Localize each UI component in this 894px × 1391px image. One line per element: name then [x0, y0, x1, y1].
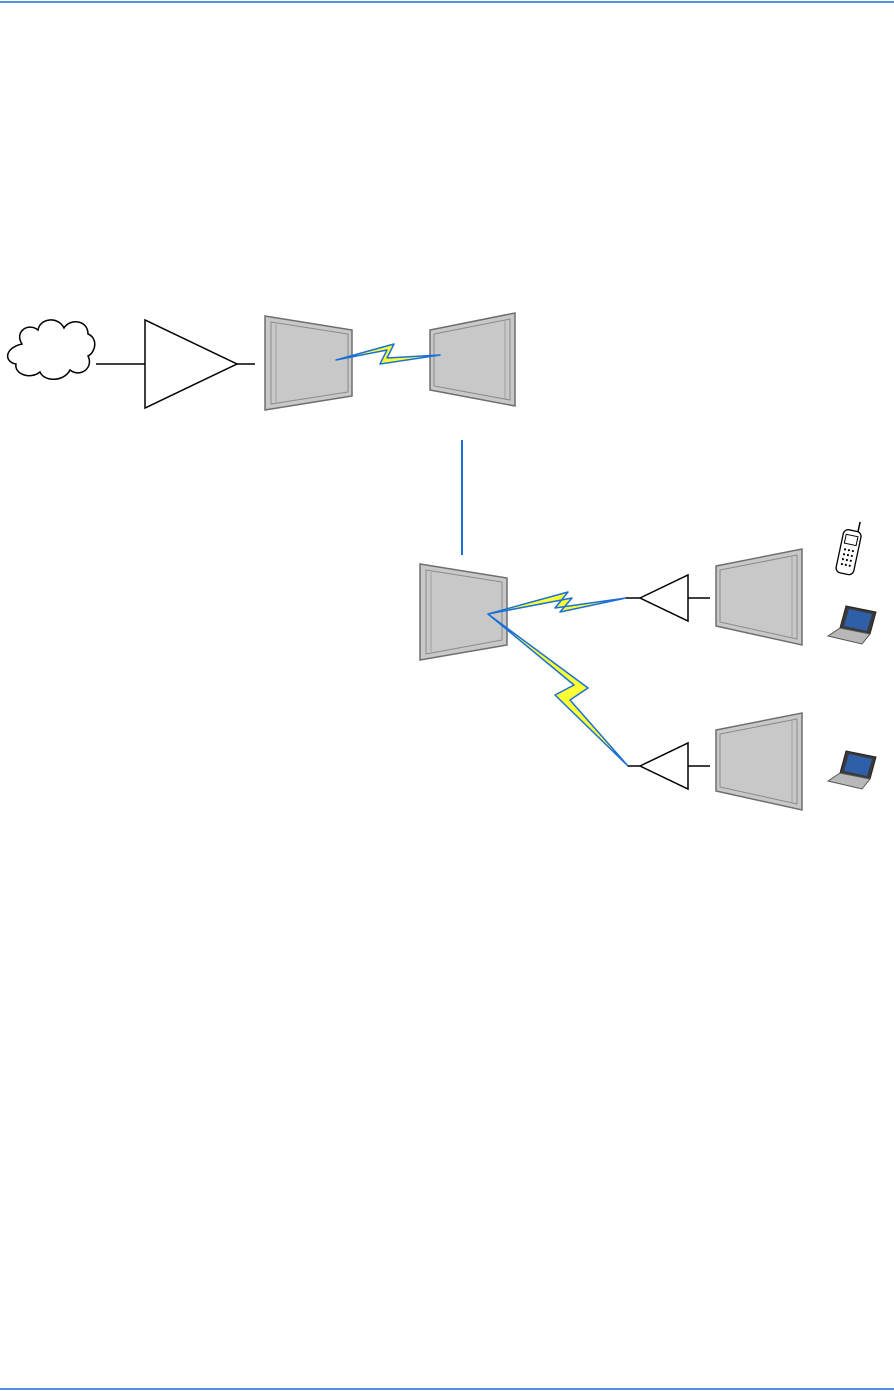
wireless-link-lower [488, 614, 628, 766]
amplifier-upper-icon [640, 575, 688, 621]
amplifier-main-icon [145, 320, 237, 408]
wireless-link-upper [488, 592, 626, 614]
network-cloud-icon [8, 320, 95, 379]
laptop-lower-icon [828, 751, 876, 789]
antenna-panel-upper-icon [716, 549, 802, 645]
mobile-phone-icon [835, 519, 864, 576]
antenna-panel-1-icon [265, 316, 352, 410]
antenna-panel-lower-icon [716, 713, 802, 810]
laptop-upper-icon [828, 606, 876, 644]
amplifier-lower-icon [640, 743, 688, 789]
antenna-panel-2-icon [430, 313, 515, 406]
